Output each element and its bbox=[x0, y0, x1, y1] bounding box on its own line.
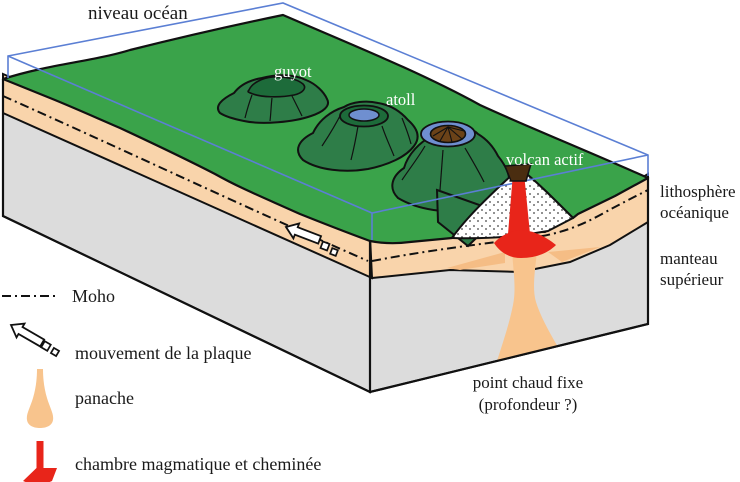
svg-text:supérieur: supérieur bbox=[660, 270, 724, 289]
legend-item-moho: Moho bbox=[2, 286, 115, 306]
svg-text:manteau: manteau bbox=[660, 249, 718, 268]
active-volcano-label: volcan actif bbox=[506, 150, 584, 169]
guyot-ridge-lines bbox=[244, 94, 303, 122]
atoll-shape bbox=[297, 100, 419, 172]
legend-label-plume: panache bbox=[75, 388, 134, 408]
magma-plumbing bbox=[494, 163, 556, 258]
plume-column bbox=[497, 252, 558, 361]
legend-item-plume: panache bbox=[26, 369, 134, 428]
plate-movement-symbol bbox=[9, 322, 46, 348]
legend-label-plate-movement: mouvement de la plaque bbox=[75, 343, 251, 363]
atoll-label: atoll bbox=[386, 90, 416, 109]
legend: Moho mouvement de la plaque panache cham… bbox=[2, 286, 321, 482]
legend-item-plate-movement: mouvement de la plaque bbox=[9, 322, 251, 363]
magma-chamber-shape bbox=[494, 230, 556, 258]
guyot-shape bbox=[216, 74, 329, 124]
plume-symbol bbox=[26, 369, 54, 428]
svg-text:océanique: océanique bbox=[660, 203, 729, 222]
magma-conduit bbox=[508, 173, 530, 234]
legend-label-moho: Moho bbox=[72, 286, 115, 306]
mantle-plume-shape bbox=[447, 247, 600, 361]
plate-movement-arrow bbox=[284, 222, 339, 257]
hotspot-label: point chaud fixe (profondeur ?) bbox=[473, 373, 583, 414]
legend-item-magma-chamber: chambre magmatique et cheminée bbox=[23, 441, 321, 482]
plume-spread-left bbox=[447, 252, 505, 270]
legend-label-magma-chamber: chambre magmatique et cheminée bbox=[75, 454, 321, 474]
magma-chamber-symbol bbox=[23, 441, 57, 482]
svg-text:point chaud fixe: point chaud fixe bbox=[473, 373, 583, 392]
ocean-level-box bbox=[7, 2, 649, 240]
svg-text:(profondeur ?): (profondeur ?) bbox=[479, 395, 578, 414]
volcano-crater bbox=[503, 163, 533, 182]
lithosphere-label: lithosphère océanique bbox=[660, 182, 736, 222]
island-cone-lines bbox=[432, 126, 465, 143]
island-ridge-lines bbox=[401, 145, 485, 191]
svg-text:lithosphère: lithosphère bbox=[660, 182, 736, 201]
guyot-label: guyot bbox=[274, 62, 312, 81]
atoll-lagoon bbox=[348, 108, 380, 122]
guyot-flat-top bbox=[247, 76, 306, 98]
ocean-level-label: niveau océan bbox=[88, 3, 188, 24]
block-edges bbox=[1, 79, 650, 394]
plume-spread-right bbox=[548, 247, 600, 262]
moho-line-right bbox=[371, 189, 649, 262]
upper-mantle-label: manteau supérieur bbox=[660, 249, 724, 289]
